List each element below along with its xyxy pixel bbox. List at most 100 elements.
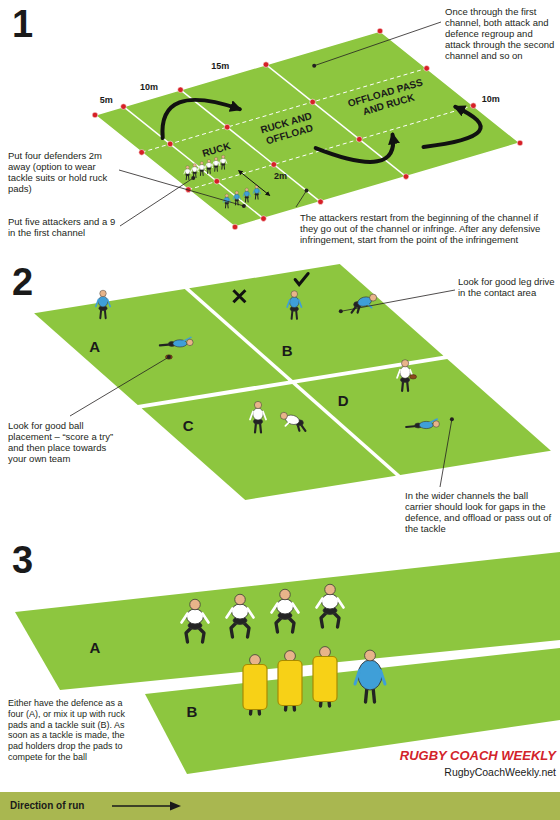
player-limb bbox=[276, 617, 282, 632]
leader-dot bbox=[312, 64, 316, 68]
player-body bbox=[290, 297, 299, 308]
leader-line bbox=[341, 290, 455, 311]
player-head bbox=[280, 412, 287, 419]
player-head bbox=[325, 584, 336, 595]
player-limb bbox=[243, 193, 244, 197]
leader-dot bbox=[305, 189, 309, 193]
player-limb bbox=[205, 164, 206, 168]
player-figure bbox=[272, 589, 299, 632]
player-limb bbox=[287, 300, 290, 307]
leader-line bbox=[119, 170, 244, 206]
cone bbox=[121, 104, 127, 110]
panel-letter: B bbox=[282, 342, 293, 360]
run-arrow-curve bbox=[162, 100, 239, 138]
pitch-panel bbox=[145, 648, 560, 774]
dimension-label: 10m bbox=[140, 82, 158, 93]
player-limb bbox=[355, 671, 360, 685]
player-body bbox=[400, 366, 410, 378]
panel-letter: D bbox=[338, 392, 349, 410]
player-head bbox=[100, 290, 106, 296]
leader-dot bbox=[191, 176, 195, 180]
player-head bbox=[187, 339, 193, 345]
player-head bbox=[222, 155, 225, 158]
player-figure bbox=[96, 290, 110, 318]
callout-note: Put five attackers and a 9 in the first … bbox=[8, 216, 118, 238]
player-figure bbox=[220, 155, 227, 169]
run-arrow-curve bbox=[424, 107, 481, 147]
player-limb bbox=[317, 599, 323, 608]
section-number: 2 bbox=[12, 262, 33, 302]
section-number: 3 bbox=[12, 540, 33, 580]
dimension-label: 2m bbox=[274, 171, 287, 182]
player-limb bbox=[367, 303, 372, 308]
player-limb bbox=[203, 614, 209, 623]
cone bbox=[310, 99, 316, 105]
pitch-panel bbox=[189, 264, 443, 380]
brand-logo: RUGBY COACH WEEKLY bbox=[400, 748, 556, 763]
player-limb bbox=[248, 609, 254, 618]
cone bbox=[167, 141, 173, 147]
panel-letter: A bbox=[90, 639, 101, 657]
player-limb bbox=[186, 627, 192, 642]
player-body bbox=[358, 660, 382, 690]
player-limb bbox=[293, 604, 299, 613]
band-text: Direction of run bbox=[10, 800, 550, 812]
callout-note: Once through the first channel, both att… bbox=[445, 6, 556, 61]
player-body bbox=[322, 594, 339, 609]
player-figure bbox=[212, 157, 219, 171]
player-limb bbox=[220, 160, 221, 164]
player-body bbox=[199, 164, 204, 169]
player-body bbox=[277, 599, 294, 614]
player-limb bbox=[288, 617, 294, 632]
player-head bbox=[365, 650, 376, 661]
brand-url: RugbyCoachWeekly.net bbox=[444, 766, 556, 778]
cone bbox=[318, 199, 324, 205]
player-figure bbox=[184, 166, 191, 180]
panel-letter: C bbox=[183, 417, 194, 435]
player-figure bbox=[317, 584, 344, 627]
player-head bbox=[291, 291, 297, 297]
cone bbox=[263, 62, 269, 68]
player-head bbox=[207, 159, 210, 162]
player-limb bbox=[259, 190, 260, 194]
player-figure bbox=[243, 655, 267, 714]
player-head bbox=[235, 191, 238, 194]
player-limb bbox=[397, 370, 400, 378]
leader-line bbox=[296, 191, 307, 207]
panel-letter: B bbox=[187, 703, 198, 721]
dimension-label: 5m bbox=[100, 95, 113, 106]
player-figure bbox=[227, 594, 254, 637]
callout-note: The attackers restart from the beginning… bbox=[300, 212, 556, 245]
callout-note: The attackers restart from the beginning… bbox=[300, 212, 556, 245]
dimension-label: 10m bbox=[140, 82, 158, 93]
player-limb bbox=[239, 196, 240, 200]
pitch-panel bbox=[297, 359, 551, 475]
player-head bbox=[190, 599, 201, 610]
player-figure bbox=[250, 401, 266, 432]
player-figure bbox=[278, 651, 302, 710]
callout-note: Look for good leg drive in the contact a… bbox=[458, 276, 556, 298]
player-limb bbox=[231, 622, 237, 637]
run-arrow-curve bbox=[316, 135, 393, 162]
player-limb bbox=[381, 671, 386, 685]
zone-line bbox=[181, 90, 321, 202]
callout-note: Look for good leg drive in the contact a… bbox=[458, 276, 556, 298]
distance-arrow bbox=[239, 171, 270, 196]
player-head bbox=[245, 188, 248, 191]
player-figure bbox=[205, 159, 212, 173]
cone bbox=[403, 174, 409, 180]
player-head bbox=[225, 194, 228, 197]
player-body bbox=[207, 162, 212, 167]
defence-panels bbox=[15, 552, 560, 774]
ruck-pad bbox=[278, 661, 302, 706]
player-limb bbox=[321, 612, 327, 627]
player-body bbox=[234, 194, 239, 199]
callout-note: In the wider channels the ball carrier s… bbox=[405, 490, 556, 534]
player-body bbox=[244, 191, 249, 196]
callout-note: Either have the defence as a four (A), o… bbox=[8, 698, 136, 763]
ruck-pad bbox=[243, 665, 267, 710]
player-body bbox=[187, 609, 204, 624]
player-body bbox=[232, 604, 249, 619]
player-limb bbox=[198, 166, 199, 170]
player-head bbox=[285, 651, 296, 662]
